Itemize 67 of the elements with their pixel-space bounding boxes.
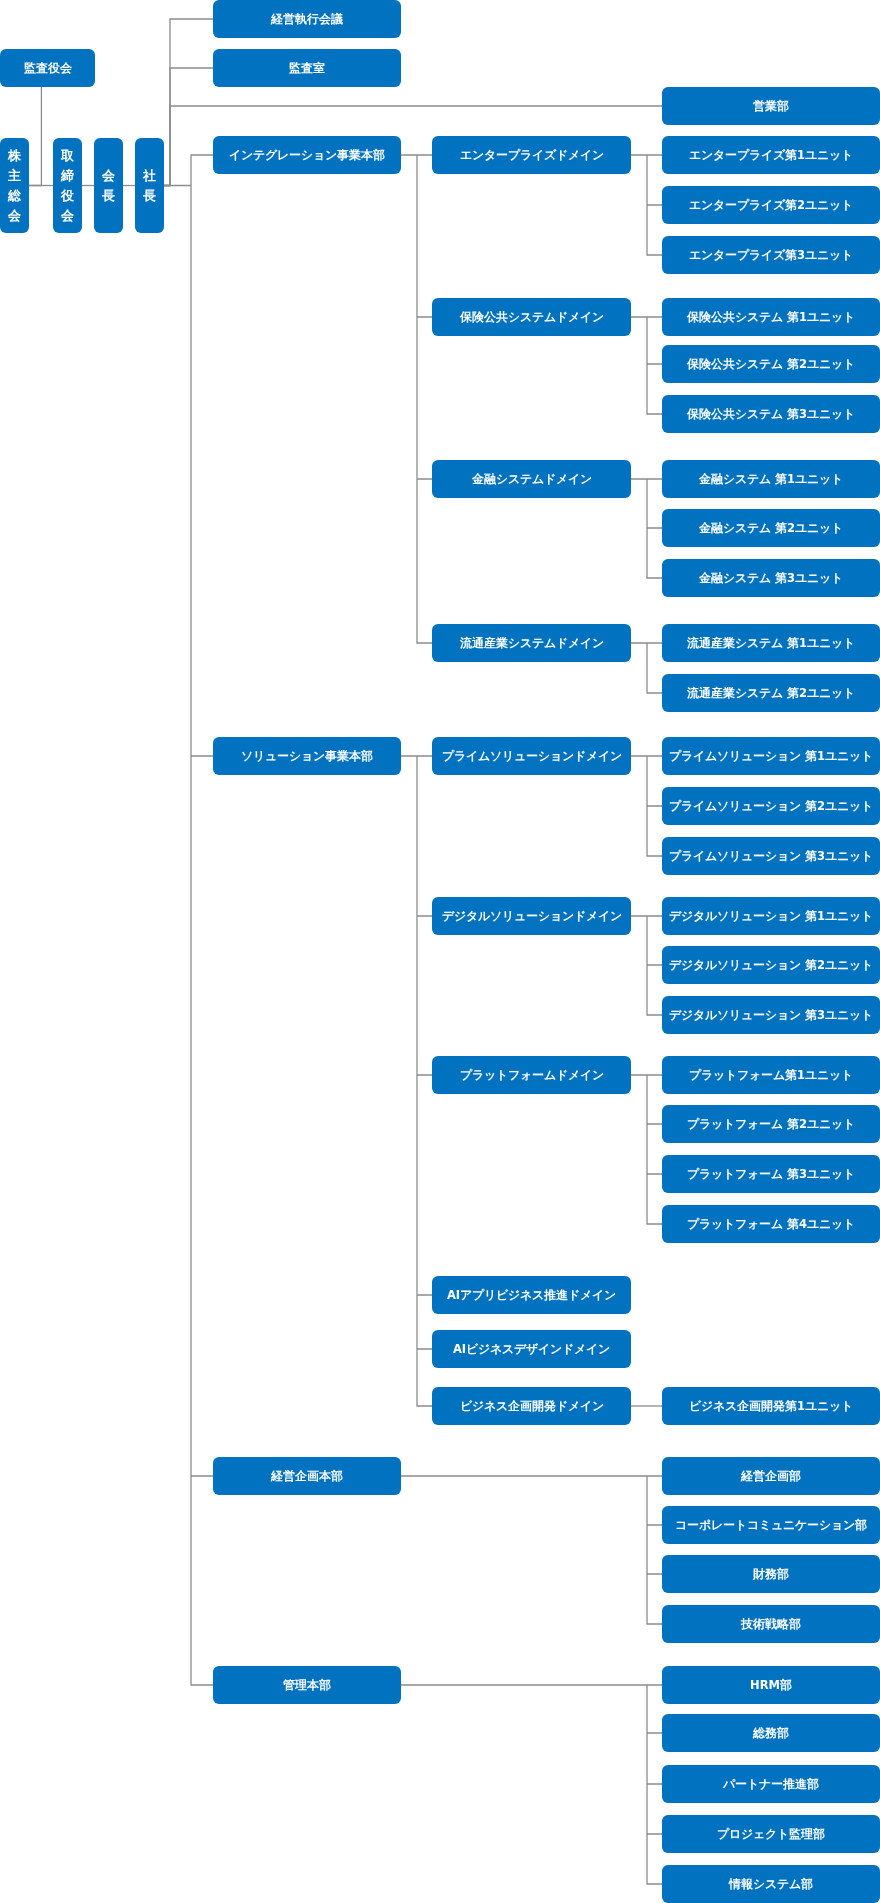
connector-line xyxy=(28,184,54,187)
org-box: インテグレーション事業本部 xyxy=(213,136,401,174)
org-box: 経営企画部 xyxy=(662,1457,880,1495)
org-box: 株主総会 xyxy=(0,138,29,233)
connector-line xyxy=(630,154,663,256)
org-box: 監査室 xyxy=(213,49,401,87)
org-box: デジタルソリューション 第3ユニット xyxy=(662,996,880,1034)
connector-line xyxy=(400,755,433,1407)
org-box: プラットフォーム第1ユニット xyxy=(662,1056,880,1094)
connector-line xyxy=(630,642,663,694)
org-box: 総務部 xyxy=(662,1714,880,1752)
org-box: デジタルソリューション 第1ユニット xyxy=(662,897,880,935)
org-box: AIアプリビジネス推進ドメイン xyxy=(432,1276,631,1314)
connector-line xyxy=(630,1074,663,1225)
org-box: プラットフォーム 第3ユニット xyxy=(662,1155,880,1193)
org-box: プラットフォーム 第2ユニット xyxy=(662,1105,880,1143)
org-box: AIビジネスデザインドメイン xyxy=(432,1330,631,1368)
org-box: 金融システムドメイン xyxy=(432,460,631,498)
org-box: プライムソリューションドメイン xyxy=(432,737,631,775)
connector-line xyxy=(630,915,663,1016)
org-box: 監査役会 xyxy=(0,49,95,87)
org-box: ビジネス企画開発ドメイン xyxy=(432,1387,631,1425)
org-box: プロジェクト監理部 xyxy=(662,1815,880,1853)
org-box: 金融システム 第1ユニット xyxy=(662,460,880,498)
org-box: エンタープライズ第1ユニット xyxy=(662,136,880,174)
org-box: 金融システム 第2ユニット xyxy=(662,509,880,547)
connector-line xyxy=(400,1475,663,1625)
org-box: HRM部 xyxy=(662,1666,880,1704)
org-box: 経営企画本部 xyxy=(213,1457,401,1495)
org-box: デジタルソリューションドメイン xyxy=(432,897,631,935)
org-box: 流通産業システム 第1ユニット xyxy=(662,624,880,662)
connector-line xyxy=(163,154,214,1686)
org-box: エンタープライズドメイン xyxy=(432,136,631,174)
org-box: 財務部 xyxy=(662,1555,880,1593)
org-box: プラットフォームドメイン xyxy=(432,1056,631,1094)
org-box: パートナー推進部 xyxy=(662,1765,880,1803)
org-box: 保険公共システムドメイン xyxy=(432,298,631,336)
org-box: 保険公共システム 第3ユニット xyxy=(662,395,880,433)
org-box: プライムソリューション 第1ユニット xyxy=(662,737,880,775)
org-box: 技術戦略部 xyxy=(662,1605,880,1643)
org-box: 金融システム 第3ユニット xyxy=(662,559,880,597)
connector-line xyxy=(630,755,663,857)
connector-line xyxy=(630,316,663,415)
org-box: 情報システム部 xyxy=(662,1865,880,1903)
connector-line xyxy=(400,1684,663,1885)
org-box: 会長 xyxy=(94,138,123,233)
org-box: 流通産業システム 第2ユニット xyxy=(662,674,880,712)
org-box: 取締役会 xyxy=(53,138,82,233)
org-box: 保険公共システム 第2ユニット xyxy=(662,345,880,383)
org-box: 保険公共システム 第1ユニット xyxy=(662,298,880,336)
org-box: 流通産業システムドメイン xyxy=(432,624,631,662)
org-box: デジタルソリューション 第2ユニット xyxy=(662,946,880,984)
org-box: 社長 xyxy=(135,138,164,233)
org-box: コーポレートコミュニケーション部 xyxy=(662,1506,880,1544)
org-box: エンタープライズ第3ユニット xyxy=(662,236,880,274)
org-box: 経営執行会議 xyxy=(213,0,401,38)
connector-line xyxy=(630,478,663,579)
org-box: 営業部 xyxy=(662,87,880,125)
org-box: 管理本部 xyxy=(213,1666,401,1704)
org-box: プライムソリューション 第2ユニット xyxy=(662,787,880,825)
org-box: エンタープライズ第2ユニット xyxy=(662,186,880,224)
org-box: ビジネス企画開発第1ユニット xyxy=(662,1387,880,1425)
connector-line xyxy=(630,1405,663,1407)
org-box: プライムソリューション 第3ユニット xyxy=(662,837,880,875)
org-box: プラットフォーム 第4ユニット xyxy=(662,1205,880,1243)
connector-line xyxy=(400,154,433,644)
org-box: ソリューション事業本部 xyxy=(213,737,401,775)
